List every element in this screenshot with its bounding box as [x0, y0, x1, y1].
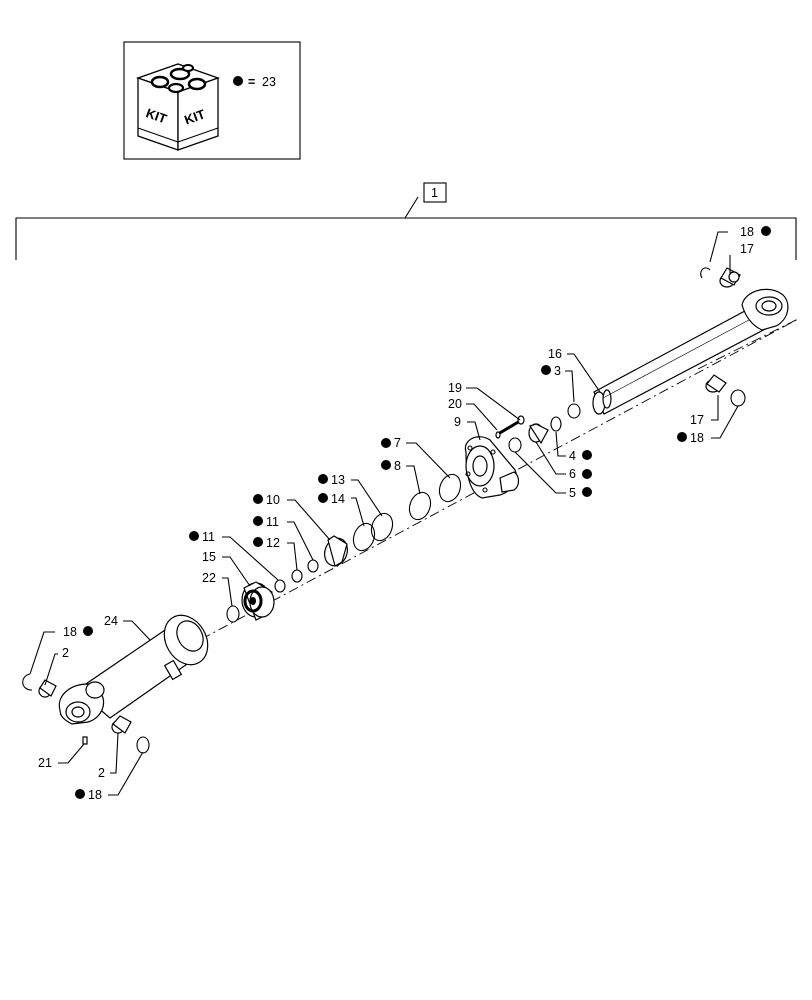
- lock-ring: [226, 605, 240, 623]
- leader-lines: [29, 231, 739, 796]
- callout-2a: 2: [62, 646, 69, 660]
- lower-eye-hardware: [22, 673, 150, 754]
- kit-marker-icon: [318, 474, 328, 484]
- kit-marker-icon: [381, 460, 391, 470]
- callout-8: 8: [394, 459, 401, 473]
- callout-24: 24: [104, 614, 118, 628]
- head-bolt: [495, 415, 525, 439]
- callout-20: 20: [448, 397, 462, 411]
- callout-21: 21: [38, 756, 52, 770]
- callout-10: 10: [266, 493, 280, 507]
- callout-15: 15: [202, 550, 216, 564]
- kit-marker-icon: [253, 537, 263, 547]
- callout-14: 14: [331, 492, 345, 506]
- kit-marker-icon: [582, 469, 592, 479]
- kit-marker-icon: [318, 493, 328, 503]
- kit-marker-icon: [253, 494, 263, 504]
- callout-13: 13: [331, 473, 345, 487]
- callout-4: 4: [569, 449, 576, 463]
- callout-5: 5: [569, 486, 576, 500]
- callout-9: 9: [454, 415, 461, 429]
- cylinder-barrel: [58, 614, 209, 725]
- piston-rod: [592, 288, 789, 415]
- kit-marker-icon: [761, 226, 771, 236]
- kit-text-right: KIT: [182, 106, 207, 127]
- kit-count: 23: [262, 75, 276, 89]
- callout-11a: 11: [266, 515, 279, 529]
- kit-text-left: KIT: [144, 105, 169, 126]
- callout-19: 19: [448, 381, 462, 395]
- callout-11b: 11: [202, 530, 215, 544]
- kit-equals: =: [248, 75, 255, 89]
- kit-marker-icon: [381, 438, 391, 448]
- callout-16: 16: [548, 347, 562, 361]
- kit-marker-icon: [75, 789, 85, 799]
- cylinder-head: [464, 436, 520, 499]
- kit-marker-icon: [253, 516, 263, 526]
- callout-17a: 17: [740, 242, 754, 256]
- callout-7: 7: [394, 436, 401, 450]
- kit-marker-icon: [677, 432, 687, 442]
- callout-18a: 18: [740, 225, 754, 239]
- assembly-number: 1: [431, 186, 438, 200]
- callout-22: 22: [202, 571, 216, 585]
- upper-eye-hardware: [700, 267, 746, 407]
- head-o-rings: [408, 473, 462, 521]
- callout-18c: 18: [63, 625, 77, 639]
- kit-marker-icon: [582, 450, 592, 460]
- kit-marker-icon: [83, 626, 93, 636]
- callout-18b: 18: [690, 431, 704, 445]
- kit-marker-icon: [541, 365, 551, 375]
- callout-2b: 2: [98, 766, 105, 780]
- piston-rings: [352, 512, 394, 552]
- callout-3: 3: [554, 364, 561, 378]
- kit-dot-icon: [233, 76, 243, 86]
- callout-labels: 18 17 16 3 19 20 9 17 18 7 8 4 6 5 13 14…: [38, 225, 771, 802]
- kit-marker-icon: [582, 487, 592, 497]
- piston: [241, 581, 275, 621]
- callout-6: 6: [569, 467, 576, 481]
- assembly-bracket: 1: [15, 182, 797, 260]
- kit-box-icon: KIT KIT: [136, 63, 220, 151]
- kit-legend: KIT KIT = 23: [123, 41, 301, 160]
- kit-marker-icon: [189, 531, 199, 541]
- piston-seal: [324, 535, 348, 567]
- callout-17b: 17: [690, 413, 704, 427]
- gland-seals: [508, 403, 581, 453]
- callout-12: 12: [266, 536, 280, 550]
- callout-18d: 18: [88, 788, 102, 802]
